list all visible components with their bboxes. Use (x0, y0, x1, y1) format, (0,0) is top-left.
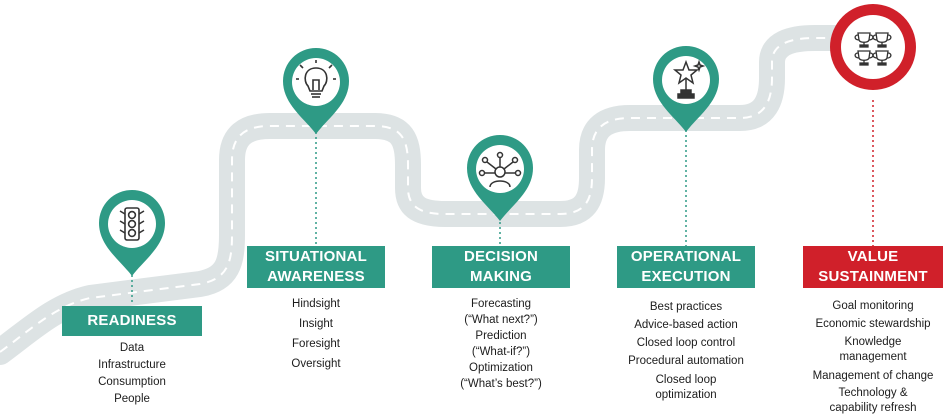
list-item: Consumption (98, 376, 166, 388)
pin-situational-awareness (283, 48, 349, 134)
list-item: Foresight (292, 338, 340, 350)
list-item: Optimization (469, 362, 533, 374)
banner-line-1: OPERATIONAL (630, 248, 742, 265)
banner-readiness-line-1: READINESS (87, 312, 177, 329)
banner-operational-execution: OPERATIONAL EXECUTION (617, 246, 755, 288)
banner-line-2: MAKING (469, 268, 533, 285)
list-item: Forecasting (470, 298, 532, 310)
banner-line-1: DECISION (463, 248, 539, 265)
pin-operational-execution (653, 46, 719, 132)
list-item: Hindsight (292, 298, 340, 310)
pin-readiness (99, 190, 165, 276)
banner-decision-making: DECISION MAKING (432, 246, 570, 288)
list-item: (“What-if?”) (471, 346, 531, 358)
traffic-light-icon (119, 207, 145, 241)
list-item: management (839, 351, 907, 363)
list-item: Insight (299, 318, 333, 330)
items-decision-making: Forecasting (“What next?”) Prediction (“… (432, 296, 570, 392)
list-item: optimization (655, 389, 717, 401)
list-item: (“What next?”) (464, 314, 538, 326)
list-item: Technology & (838, 387, 908, 399)
list-item: Knowledge (844, 336, 902, 348)
banner-line-2: SUSTAINMENT (818, 268, 928, 285)
target-value-sustainment (830, 4, 916, 90)
list-item: (“What’s best?”) (460, 378, 542, 390)
banner-line-2: EXECUTION (641, 268, 731, 285)
items-readiness: Data Infrastructure Consumption People (62, 340, 202, 408)
trophies-icon (854, 32, 892, 66)
banner-value-sustainment: VALUE SUSTAINMENT (803, 246, 943, 288)
lightbulb-icon (296, 60, 336, 98)
banner-line-1: SITUATIONAL (265, 248, 367, 265)
list-item: Goal monitoring (832, 300, 914, 312)
list-item: Advice-based action (634, 319, 738, 331)
decision-person-icon (478, 151, 522, 188)
items-operational-execution: Best practices Advice-based action Close… (612, 298, 760, 403)
list-item: capability refresh (829, 402, 917, 414)
list-item: Best practices (649, 301, 723, 313)
items-value-sustainment: Goal monitoring Economic stewardship Kno… (800, 297, 946, 416)
list-item: Data (119, 342, 145, 354)
banner-readiness: READINESS (62, 306, 202, 336)
list-item: Procedural automation (628, 355, 744, 367)
banner-situational-awareness: SITUATIONAL AWARENESS (247, 246, 385, 288)
star-trophy-icon (672, 59, 706, 99)
banner-line-2: AWARENESS (267, 268, 365, 285)
pin-decision-making (467, 135, 533, 221)
list-item: Prediction (475, 330, 527, 342)
banner-line-1: VALUE (847, 248, 899, 265)
list-item: People (114, 393, 150, 405)
list-item: Closed loop control (636, 337, 736, 349)
road (0, 25, 883, 365)
list-item: Management of change (812, 370, 934, 382)
list-item: Oversight (291, 358, 341, 370)
list-item: Infrastructure (98, 359, 166, 371)
items-situational-awareness: Hindsight Insight Foresight Oversight (247, 294, 385, 374)
list-item: Closed loop (655, 374, 717, 386)
list-item: Economic stewardship (815, 318, 931, 330)
